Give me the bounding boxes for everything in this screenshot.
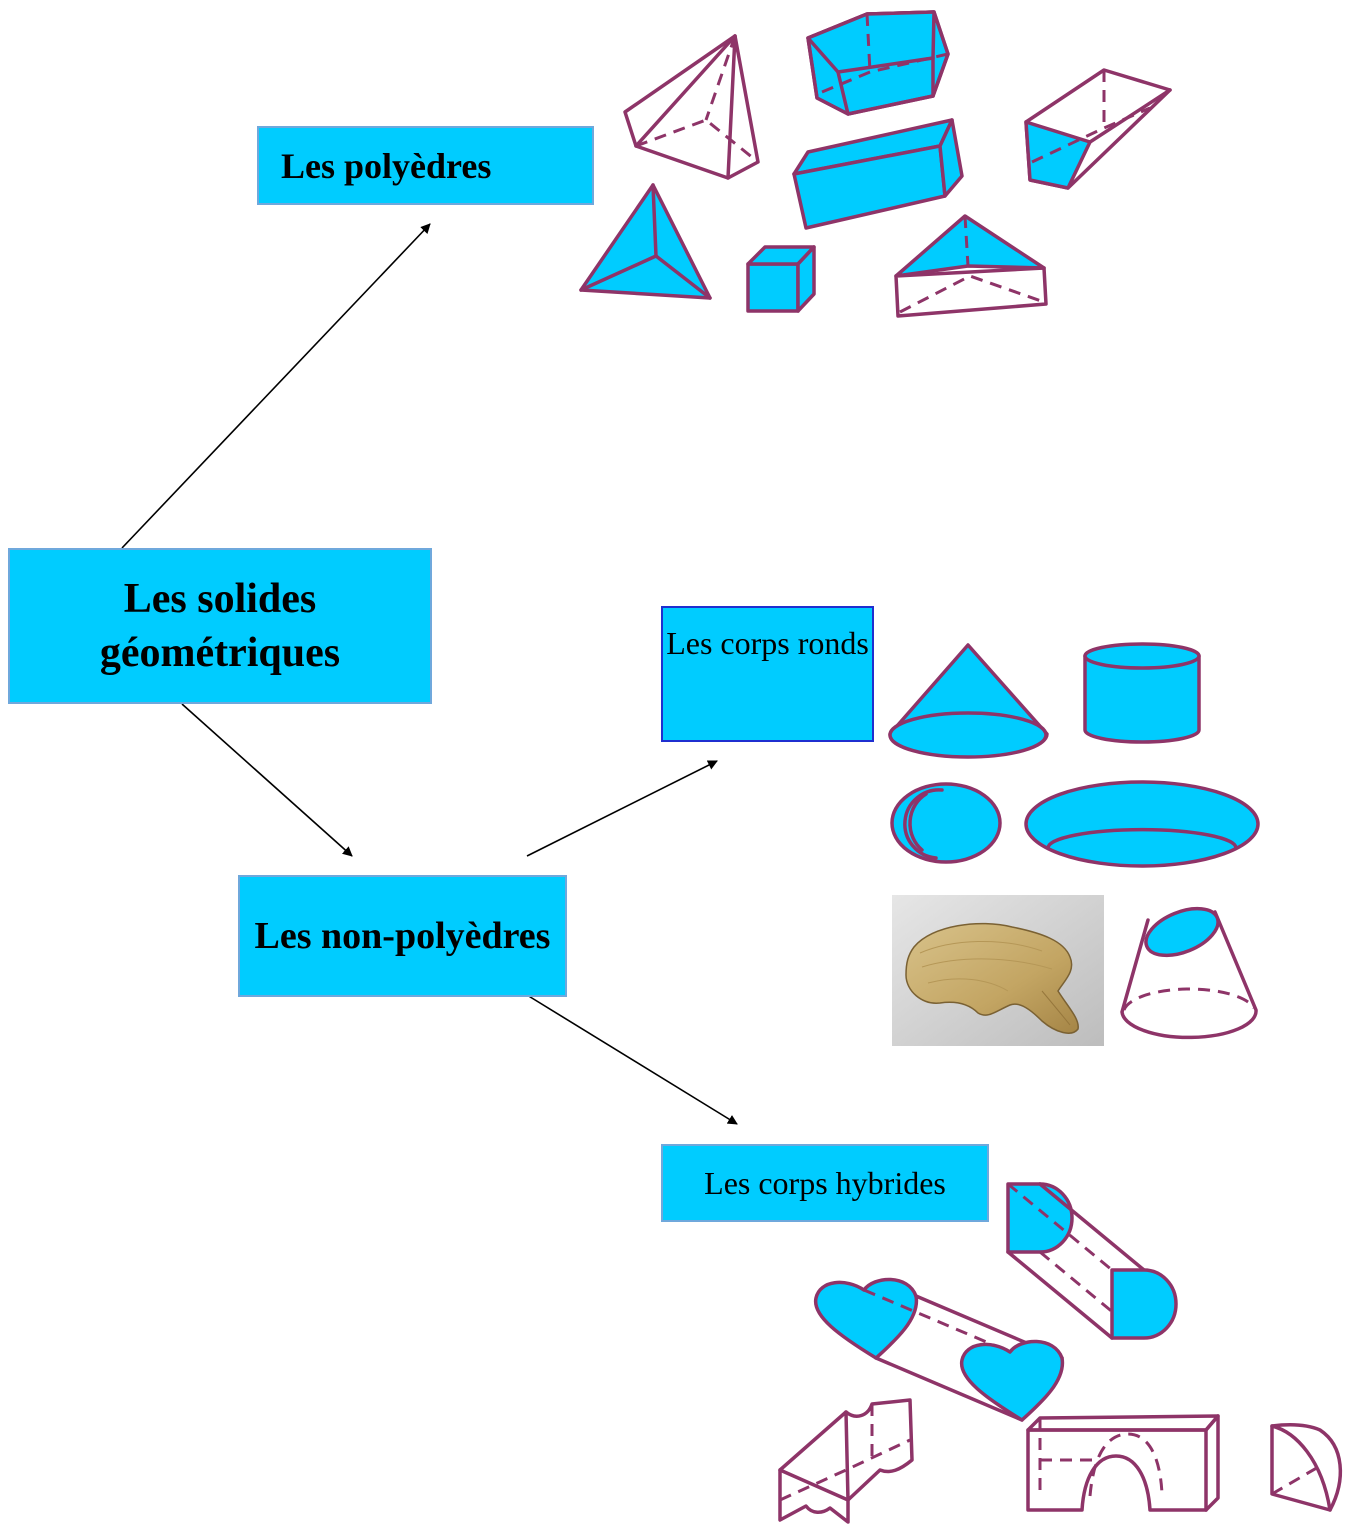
sphere-shape [890,782,1002,864]
root-node-solides-geometriques: Les solides géométriques [8,548,432,704]
wooden-solid-illustration [892,895,1104,1046]
arrow-root-to-non-polyhedra [181,703,353,857]
truncated-prism-shape [1024,68,1172,190]
arch-block-shape [1026,1414,1220,1512]
notched-prism-shape [778,1398,914,1524]
ellipsoid-shape [1024,780,1260,868]
arrow-non-polyhedra-to-hybrid [526,994,738,1125]
polyhedra-label: Les polyèdres [281,145,492,186]
node-polyedres: Les polyèdres [257,126,594,205]
cube-shape [746,245,816,313]
arrow-root-to-polyhedra [121,223,431,549]
wooden-irregular-solid-photo [892,895,1104,1046]
round-bodies-label: Les corps ronds [666,625,869,661]
hybrid-bodies-label: Les corps hybrides [704,1164,946,1201]
quarter-sphere-shape [1270,1423,1343,1512]
half-cylinder-shape [1006,1182,1178,1340]
root-node-label: Les solides géométriques [99,576,341,676]
rectangular-prism-shape [792,118,964,230]
heart-prism-shape [813,1277,1065,1422]
non-polyhedra-label: Les non-polyèdres [254,915,551,957]
cylinder-shape [1083,642,1201,744]
node-corps-hybrides: Les corps hybrides [661,1144,989,1222]
pentagonal-pyramid-shape [623,34,760,180]
tetrahedron-shape [579,183,712,300]
pentagonal-prism-shape [806,10,950,116]
node-non-polyedres: Les non-polyèdres [238,875,567,997]
node-corps-ronds: Les corps ronds [661,606,874,742]
triangular-prism-shape [894,214,1048,318]
cone-shape [888,643,1049,759]
arrow-non-polyhedra-to-round [526,760,718,857]
oblique-cone-shape [1120,906,1258,1040]
